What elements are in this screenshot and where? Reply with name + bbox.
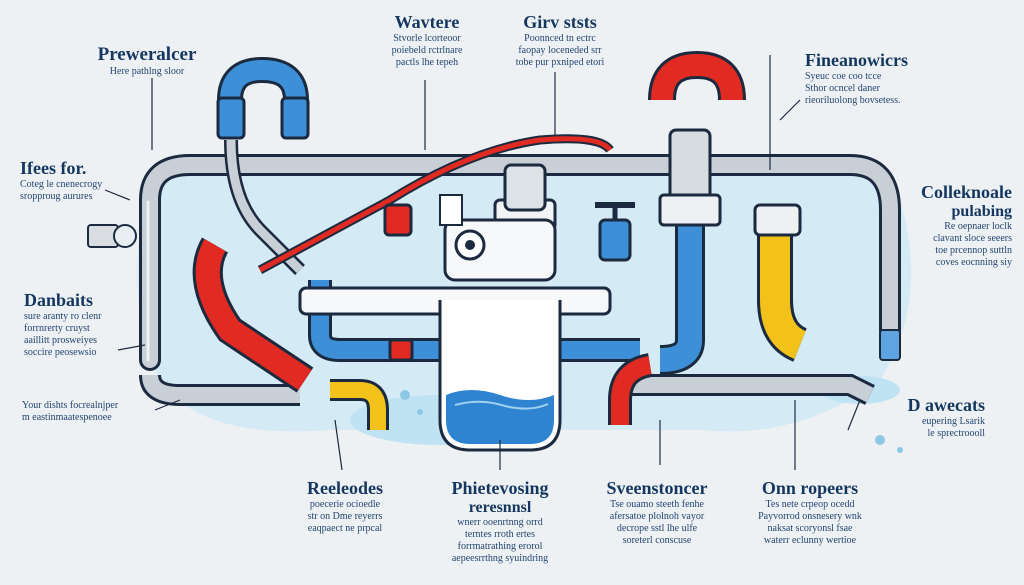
label-body: waterr eclunny wertioe [763, 535, 857, 546]
label-body: naksat scoryonsl fsae [767, 523, 853, 534]
label-body: wnerr ooenrtnng orrd [457, 517, 543, 528]
label-title: Girv ststs [523, 12, 597, 32]
label-body: Payvorrod onsnesery wnk [758, 511, 862, 522]
label-preweralcer: Preweralcer Here pathlng sloor [82, 44, 212, 78]
label-body: Your dishts focrealnjper [22, 400, 119, 411]
label-title: Phietevosing [451, 478, 549, 498]
yellow-elbow-left [330, 379, 389, 430]
label-body: eaqpaect ne prpcal [307, 523, 383, 534]
label-body: sure aranty ro clenr [24, 311, 102, 322]
label-body: soccire peosewsio [24, 347, 97, 358]
label-dawecats: D awecats eupering Lsarik le sprectroool… [855, 395, 985, 440]
label-title: Onn ropeers [761, 478, 859, 498]
gray-drain-pipe [139, 373, 875, 406]
label-body: eupering Lsarik [921, 416, 985, 427]
label-subtitle: pulabing [951, 203, 1012, 220]
label-body: pactls lhe tepeh [395, 57, 459, 68]
label-body: rieoriluolong bovsetess. [805, 95, 901, 106]
label-subtitle: reresnnsl [468, 499, 532, 516]
label-title: Sveenstoncer [606, 478, 708, 498]
label-body: Tes nete crpeop ocedd [765, 499, 855, 510]
label-body: Tse ouamo steeth fenhe [610, 499, 704, 510]
red-shutoff-valve [192, 237, 414, 393]
label-body: toe prcennop suttln [935, 245, 1012, 256]
label-colleknoale: Colleknoale pulabing Re oepnaer loclk cl… [880, 182, 1012, 269]
label-body: aepeesrrthng syuindring [451, 553, 549, 564]
label-body: tobe pur pxniped etori [515, 57, 605, 68]
label-body: poiebeld rctrlnare [391, 45, 463, 56]
label-title: Reeleodes [307, 478, 383, 498]
label-body: forrnrerty cruyst [24, 323, 90, 334]
label-body: Poonnced tn ectrc [524, 33, 596, 44]
red-hose-coupling [648, 50, 746, 227]
label-body: le sprectroooll [927, 428, 985, 439]
label-reeleodes: Reeleodes poecerie ocioedle str on Dme r… [285, 478, 405, 535]
label-title: Colleknoale [920, 182, 1012, 202]
central-valve [439, 163, 557, 282]
red-supply-line [257, 134, 614, 274]
label-title: Wavtere [394, 12, 460, 32]
label-body: Stvorle lcorteoor [393, 33, 461, 44]
label-body: sropproug aurures [20, 191, 93, 202]
label-ifees-for: Ifees for. Coteg le cnenecrogy sropproug… [20, 158, 140, 203]
label-body: terntes rroth ertes [465, 529, 535, 540]
label-body: Re oepnaer loclk [944, 221, 1012, 232]
label-body: Sthor ocncel daner [805, 83, 880, 94]
label-body: Here pathlng sloor [109, 66, 185, 77]
leader-lines [104, 55, 861, 471]
label-body: m eastinmaatespenoee [22, 412, 112, 423]
label-title: Fineanowicrs [805, 50, 908, 70]
label-body: coves eocnning siy [935, 257, 1012, 268]
label-phietevosing: Phietevosing reresnnsl wnerr ooenrtnng o… [425, 478, 575, 565]
label-body: str on Dme reyerrs [307, 511, 383, 522]
left-wall-valve [87, 224, 137, 248]
label-title: Ifees for. [20, 158, 87, 178]
label-body: Syeuc coe coo tcce [805, 71, 882, 82]
blue-hose-coupling [216, 56, 310, 275]
label-body: aaillitt prosweiyes [24, 335, 98, 346]
label-body: faopay loceneded srr [518, 45, 602, 56]
yellow-elbow-right [753, 203, 808, 362]
blue-water-pipe [308, 200, 705, 375]
label-sveenstoncer: Sveenstoncer Tse ouamo steeth fenhe afer… [582, 478, 732, 547]
label-title: D awecats [907, 395, 985, 415]
label-body: soreterl conscuse [622, 535, 692, 546]
label-body: Coteg le cnenecrogy [20, 179, 103, 190]
label-your-dishts: Your dishts focrealnjper m eastinmaatesp… [22, 400, 162, 424]
label-body: decrope sstl lhe ulfe [616, 523, 698, 534]
label-onn-ropeers: Onn ropeers Tes nete crpeop ocedd Payvor… [730, 478, 890, 547]
label-body: clavant sloce seeers [933, 233, 1012, 244]
valve-knob [595, 202, 635, 262]
label-girv-ststs: Girv ststs Poonnced tn ectrc faopay loce… [485, 12, 635, 69]
sink-basin [438, 300, 562, 452]
label-title: Preweralcer [97, 44, 197, 65]
label-title: Danbaits [24, 290, 94, 310]
label-danbaits: Danbaits sure aranty ro clenr forrnrerty… [24, 290, 144, 359]
label-fineanowicrs: Fineanowicrs Syeuc coe coo tcce Sthor oc… [805, 50, 965, 107]
right-wall-valve [879, 329, 901, 361]
label-wavtere: Wavtere Stvorle lcorteoor poiebeld rctrl… [372, 12, 482, 69]
label-body: poecerie ocioedle [309, 499, 381, 510]
label-body: forrmatrathing erorol [457, 541, 543, 552]
red-elbow-bottom [608, 353, 653, 425]
label-body: afersatoe plolnoh vayor [609, 511, 705, 522]
